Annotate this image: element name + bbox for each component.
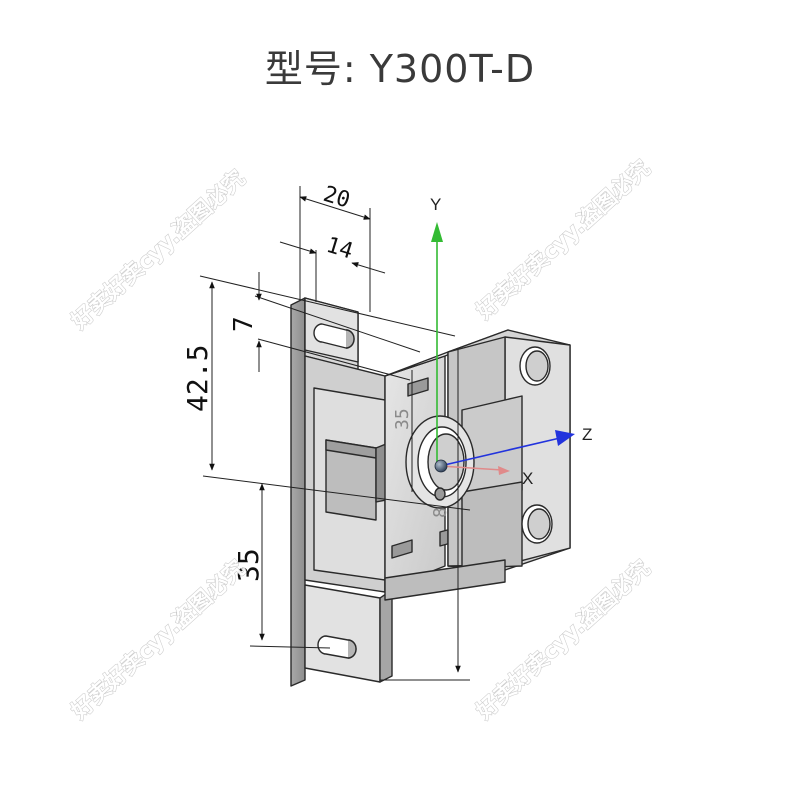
dim-35-left: 35: [232, 548, 265, 582]
dim-20: 20: [320, 182, 353, 214]
z-axis-label: Z: [582, 425, 592, 444]
back-plate: [290, 297, 306, 687]
face-slot-3: [391, 539, 413, 559]
y-axis-label: Y: [430, 195, 441, 214]
lower-flange: [304, 584, 381, 683]
coordinate-axes: Y Z X: [430, 195, 592, 488]
face-slot-1: [407, 377, 429, 397]
dim-8: 8: [430, 507, 451, 518]
dimension-lines: [199, 186, 471, 681]
x-axis-label: X: [522, 469, 533, 488]
z-axis-arrow: [555, 430, 575, 446]
y-axis-arrow: [431, 222, 443, 242]
x-axis-line: [439, 465, 503, 471]
x-axis-arrow: [498, 466, 510, 475]
origin-ball: [434, 459, 448, 473]
model-title: 型号: Y300T-D: [264, 47, 536, 91]
dim-42-5: 42.5: [181, 345, 214, 412]
watermark: 好卖好卖cyy.盗图必究: [471, 155, 656, 325]
z-axis-line: [439, 437, 561, 467]
base-foot: [384, 559, 506, 601]
bracket-part: [290, 297, 571, 687]
dimension-labels: 20 14 42.5 7 35 35 8: [181, 182, 451, 582]
watermark: 好卖好卖cyy.盗图必究: [66, 555, 251, 725]
dim-7: 7: [229, 316, 259, 332]
watermark: 好卖好卖cyy.盗图必究: [66, 165, 251, 335]
dim-35-inner: 35: [392, 408, 413, 430]
dim-14: 14: [323, 233, 356, 265]
